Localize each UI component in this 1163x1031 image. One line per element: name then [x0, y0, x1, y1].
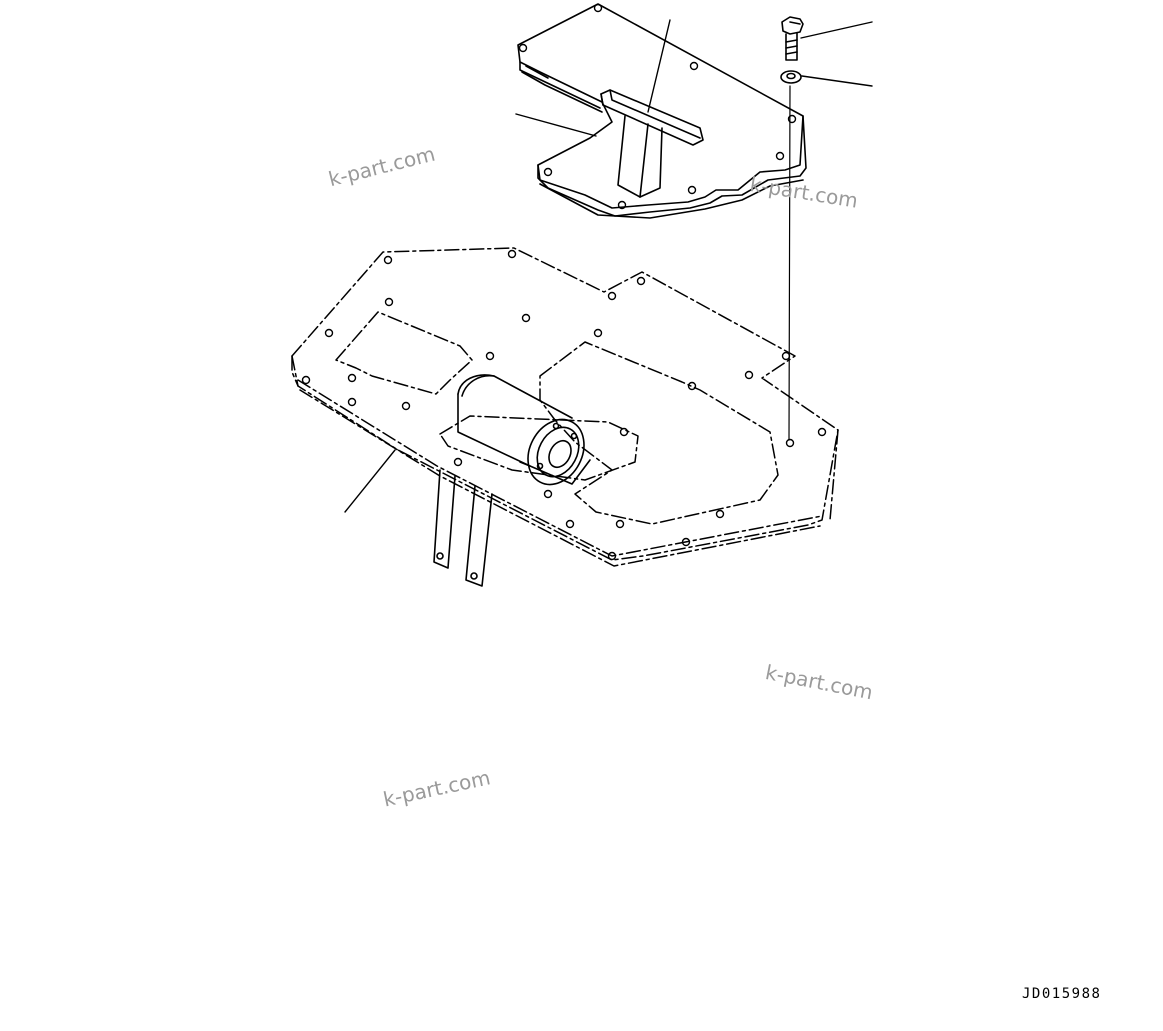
gasket-bolt-holes — [301, 249, 827, 561]
mounting-brackets — [433, 469, 493, 587]
strainer-bar — [600, 89, 704, 198]
drawing-code-label: JD015988 — [1022, 986, 1102, 1002]
cover-bolt-holes — [518, 3, 797, 210]
leader-lines — [344, 19, 873, 513]
oil-pan-gasket — [291, 247, 839, 567]
oil-pan-cover — [517, 3, 807, 219]
pickup-boss — [457, 374, 591, 486]
washer — [780, 70, 802, 84]
alignment-line — [788, 85, 791, 441]
mounting-bolt — [781, 16, 804, 61]
